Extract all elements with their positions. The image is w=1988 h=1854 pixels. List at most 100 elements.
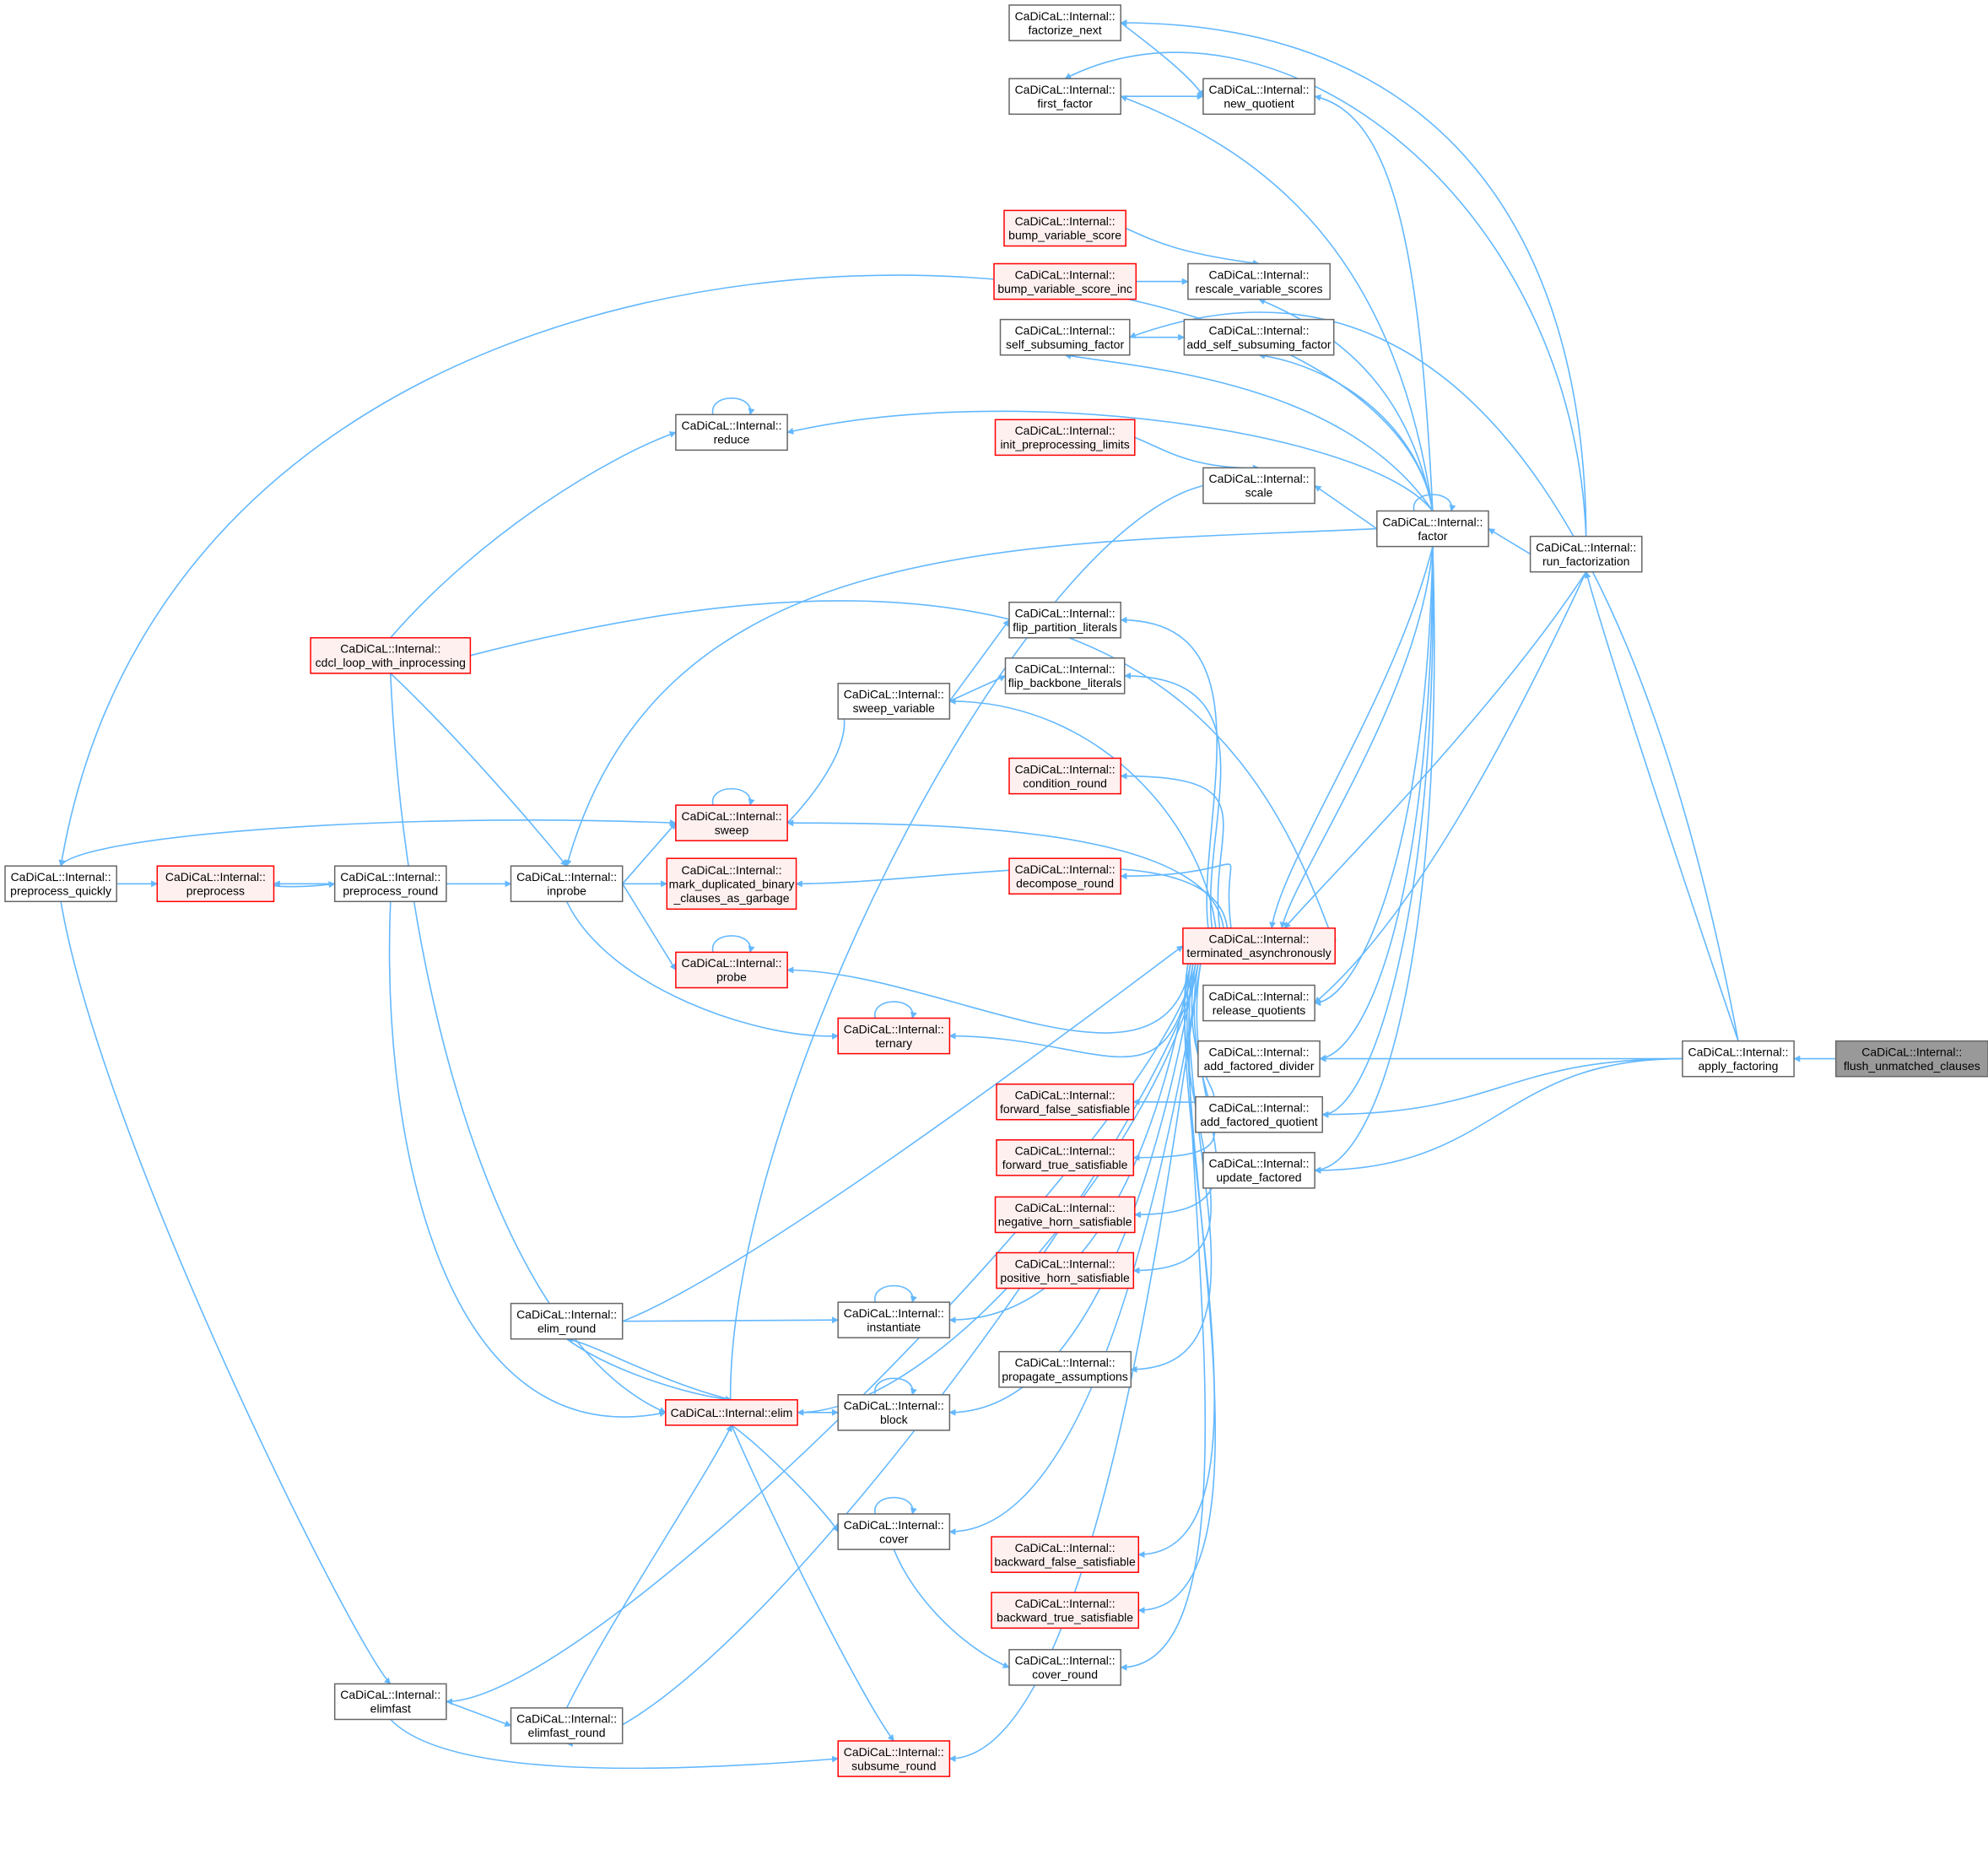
node-flip-backbone-literals[interactable]: CaDiCaL::Internal::flip_backbone_literal…	[1004, 657, 1126, 695]
node-box	[665, 1399, 798, 1426]
node-elim-round[interactable]: CaDiCaL::Internal::elim_round	[510, 1302, 624, 1340]
node-box	[1008, 1649, 1121, 1686]
node-box	[837, 1301, 951, 1338]
node-preprocess-quickly[interactable]: CaDiCaL::Internal::preprocess_quickly	[4, 865, 117, 903]
node-box	[1202, 1152, 1315, 1189]
node-forward-true-satisfiable[interactable]: CaDiCaL::Internal::forward_true_satisfia…	[996, 1139, 1135, 1176]
node-ternary[interactable]: CaDiCaL::Internal::ternary	[837, 1017, 951, 1055]
node-box	[156, 865, 275, 903]
node-self-subsuming-factor[interactable]: CaDiCaL::Internal::self_subsuming_factor	[999, 318, 1131, 356]
node-probe[interactable]: CaDiCaL::Internal::probe	[675, 951, 788, 989]
node-run-factorization[interactable]: CaDiCaL::Internal::run_factorization	[1529, 535, 1643, 573]
node-label: preprocess_round	[343, 884, 438, 898]
node-label: reduce	[714, 433, 750, 446]
node-label: elim_round	[538, 1322, 596, 1335]
node-bump-variable-score[interactable]: CaDiCaL::Internal::bump_variable_score	[1003, 209, 1126, 247]
self-call-edge	[1413, 494, 1456, 512]
node-terminated-asynchronously[interactable]: CaDiCaL::Internal::terminated_asynchrono…	[1182, 927, 1336, 965]
node-reduce[interactable]: CaDiCaL::Internal::reduce	[675, 414, 788, 451]
node-backward-true-satisfiable[interactable]: CaDiCaL::Internal::backward_true_satisfi…	[991, 1592, 1140, 1630]
node-label: positive_horn_satisfiable	[1000, 1271, 1130, 1284]
node-box	[333, 865, 447, 903]
node-elim[interactable]: CaDiCaL::Internal::elim	[665, 1399, 798, 1426]
call-edges	[58, 19, 1836, 1770]
node-flush[interactable]: CaDiCaL::Internal::flush_unmatched_claus…	[1834, 1040, 1988, 1078]
node-mark-duplicated[interactable]: CaDiCaL::Internal::mark_duplicated_binar…	[666, 857, 797, 911]
node-label: CaDiCaL::Internal::	[340, 870, 440, 884]
node-rescale-variable-scores[interactable]: CaDiCaL::Internal::rescale_variable_scor…	[1187, 262, 1331, 300]
call-edge	[1488, 527, 1532, 555]
node-label: CaDiCaL::Internal::	[681, 956, 781, 970]
node-label: add_self_subsuming_factor	[1186, 338, 1332, 351]
node-new-quotient[interactable]: CaDiCaL::Internal::new_quotient	[1202, 78, 1315, 116]
node-decompose-round[interactable]: CaDiCaL::Internal::decompose_round	[1008, 857, 1121, 895]
node-update-factored[interactable]: CaDiCaL::Internal::update_factored	[1202, 1152, 1315, 1189]
node-label: new_quotient	[1224, 96, 1294, 110]
call-nodes: CaDiCaL::Internal::flush_unmatched_claus…	[4, 4, 1988, 1777]
node-backward-false-satisfiable[interactable]: CaDiCaL::Internal::backward_false_satisf…	[991, 1536, 1140, 1573]
node-box	[837, 683, 951, 720]
node-add-factored-divider[interactable]: CaDiCaL::Internal::add_factored_divider	[1197, 1040, 1321, 1078]
node-sweep[interactable]: CaDiCaL::Internal::sweep	[675, 804, 788, 841]
node-label: init_preprocessing_limits	[1000, 438, 1129, 451]
node-factorize-next[interactable]: CaDiCaL::Internal::factorize_next	[1008, 4, 1121, 41]
node-label: CaDiCaL::Internal::	[1015, 1201, 1116, 1214]
node-box	[999, 318, 1131, 356]
node-box	[510, 865, 624, 903]
node-preprocess[interactable]: CaDiCaL::Internal::preprocess	[156, 865, 275, 903]
node-label: CaDiCaL::Internal::	[1015, 9, 1116, 23]
node-cover-round[interactable]: CaDiCaL::Internal::cover_round	[1008, 1649, 1121, 1686]
node-box	[510, 1302, 624, 1340]
node-box	[991, 1592, 1140, 1630]
node-preprocess-round[interactable]: CaDiCaL::Internal::preprocess_round	[333, 865, 447, 903]
node-label: CaDiCaL::Internal::	[844, 1022, 944, 1035]
node-block[interactable]: CaDiCaL::Internal::block	[837, 1394, 951, 1431]
call-edge	[1120, 863, 1232, 928]
node-factor[interactable]: CaDiCaL::Internal::factor	[1376, 510, 1489, 548]
node-release-quotients[interactable]: CaDiCaL::Internal::release_quotients	[1202, 984, 1315, 1022]
node-instantiate[interactable]: CaDiCaL::Internal::instantiate	[837, 1301, 951, 1338]
node-box	[310, 637, 472, 674]
node-first-factor[interactable]: CaDiCaL::Internal::first_factor	[1008, 78, 1121, 116]
node-init-preprocessing-limits[interactable]: CaDiCaL::Internal::init_preprocessing_li…	[994, 419, 1136, 457]
node-apply-factoring[interactable]: CaDiCaL::Internal::apply_factoring	[1682, 1040, 1795, 1078]
node-elimfast[interactable]: CaDiCaL::Internal::elimfast	[333, 1683, 447, 1721]
node-label: CaDiCaL::Internal::	[844, 1745, 944, 1759]
node-cover[interactable]: CaDiCaL::Internal::cover	[837, 1513, 951, 1550]
call-edge	[731, 1424, 839, 1532]
node-propagate-assumptions[interactable]: CaDiCaL::Internal::propagate_assumptions	[998, 1350, 1132, 1388]
node-subsume-round[interactable]: CaDiCaL::Internal::subsume_round	[837, 1740, 951, 1777]
node-flip-partition-literals[interactable]: CaDiCaL::Internal::flip_partition_litera…	[1008, 601, 1121, 639]
node-label: flush_unmatched_clauses	[1844, 1059, 1980, 1073]
node-positive-horn-satisfiable[interactable]: CaDiCaL::Internal::positive_horn_satisfi…	[996, 1251, 1135, 1289]
node-box	[996, 1139, 1135, 1176]
node-box	[1197, 1040, 1321, 1078]
node-box	[837, 1513, 951, 1550]
node-box	[675, 414, 788, 451]
self-call-edge	[874, 1377, 917, 1396]
node-label: add_factored_divider	[1204, 1059, 1315, 1073]
node-label: CaDiCaL::Internal::	[844, 1399, 944, 1413]
call-edge	[948, 963, 1197, 1416]
node-add-self-subsuming-factor[interactable]: CaDiCaL::Internal::add_self_subsuming_fa…	[1183, 318, 1335, 356]
node-label: CaDiCaL::Internal::	[1015, 1356, 1116, 1370]
call-edge	[1314, 94, 1434, 511]
node-bump-variable-score-inc[interactable]: CaDiCaL::Internal::bump_variable_score_i…	[993, 262, 1137, 300]
self-call-edge	[711, 787, 755, 806]
node-label: CaDiCaL::Internal::	[1015, 862, 1116, 876]
node-label: CaDiCaL::Internal::	[516, 870, 617, 884]
node-negative-horn-satisfiable[interactable]: CaDiCaL::Internal::negative_horn_satisfi…	[994, 1196, 1136, 1234]
node-cdcl-loop[interactable]: CaDiCaL::Internal::cdcl_loop_with_inproc…	[310, 637, 472, 674]
node-label: elimfast_round	[528, 1726, 606, 1739]
node-label: CaDiCaL::Internal::	[11, 870, 111, 884]
node-label: flip_backbone_literals	[1008, 676, 1122, 689]
node-elimfast-round[interactable]: CaDiCaL::Internal::elimfast_round	[510, 1707, 624, 1744]
call-edge	[390, 1718, 839, 1770]
node-add-factored-quotient[interactable]: CaDiCaL::Internal::add_factored_quotient	[1195, 1095, 1323, 1133]
node-condition-round[interactable]: CaDiCaL::Internal::condition_round	[1008, 757, 1121, 795]
node-sweep-variable[interactable]: CaDiCaL::Internal::sweep_variable	[837, 683, 951, 720]
node-forward-false-satisfiable[interactable]: CaDiCaL::Internal::forward_false_satisfi…	[996, 1083, 1135, 1121]
node-scale[interactable]: CaDiCaL::Internal::scale	[1202, 467, 1315, 505]
node-inprobe[interactable]: CaDiCaL::Internal::inprobe	[510, 865, 624, 903]
call-edge	[1269, 546, 1434, 929]
